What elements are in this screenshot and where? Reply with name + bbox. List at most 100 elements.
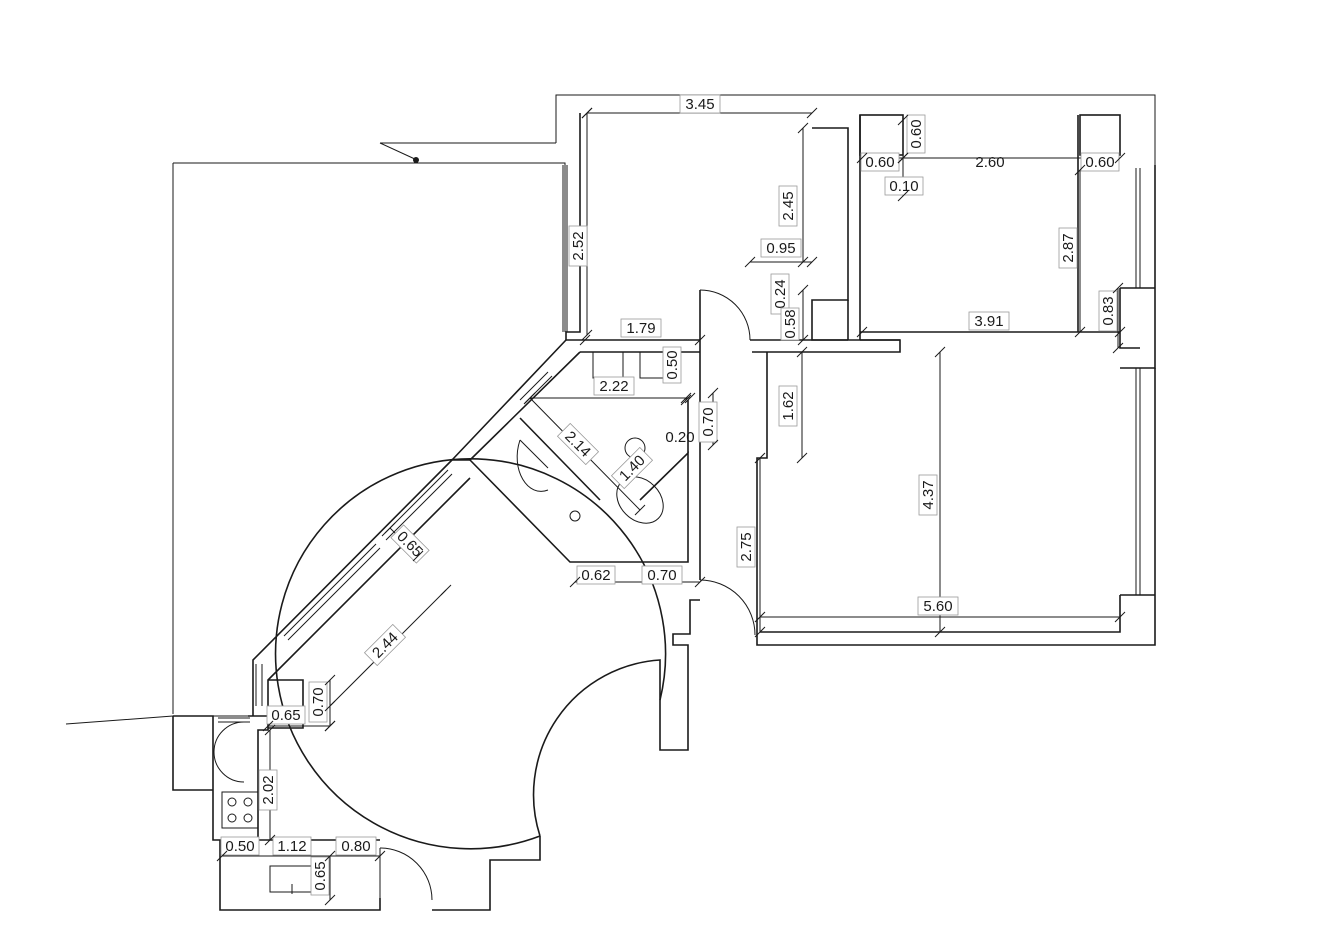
- svg-text:2.87: 2.87: [1060, 233, 1077, 262]
- dimension-tick: [797, 284, 809, 296]
- dim-label-top-room-height: 2.45: [778, 185, 798, 227]
- dimension-tick: [1112, 282, 1124, 294]
- svg-text:0.58: 0.58: [782, 309, 799, 338]
- closet-wall: [811, 127, 849, 341]
- dim-label-bath-width: 2.22: [593, 376, 635, 396]
- drain-icon: [569, 510, 581, 522]
- dimension-tick: [324, 894, 336, 906]
- dimension-tick: [324, 850, 336, 862]
- burner-icon: [243, 797, 253, 807]
- dimension-tick: [694, 576, 706, 588]
- dimension-tick: [412, 550, 424, 562]
- burner-icon: [243, 813, 253, 823]
- dim-label-bedroom-wardrobe-mid: 2.60: [975, 154, 1004, 171]
- walls: [65, 94, 1156, 911]
- dim-label-bath-bottom-left: 0.62: [576, 565, 616, 585]
- dimension-tick: [897, 190, 909, 202]
- dimension-ticks: [216, 107, 1126, 906]
- kitchen-niche: [268, 679, 304, 729]
- dimension-tick: [1114, 611, 1126, 623]
- svg-text:3.45: 3.45: [685, 96, 714, 113]
- dimension-tick: [440, 584, 452, 596]
- dimension-tick: [1112, 342, 1124, 354]
- dimension-tick: [806, 107, 818, 119]
- dimension-tick: [569, 576, 581, 588]
- dim-label-bath-bottom-right: 0.70: [641, 565, 683, 585]
- dimension-tick: [1074, 164, 1086, 176]
- dim-label-bedroom-wardrobe-top: 0.60: [906, 114, 926, 154]
- dim-label-kitchen-niche-width: 0.65: [266, 705, 306, 725]
- dimension-tick: [264, 724, 276, 736]
- bath-wall: [451, 339, 689, 563]
- dimension-tick: [264, 834, 276, 846]
- dimension-tick: [579, 334, 591, 346]
- svg-text:1.12: 1.12: [277, 838, 306, 855]
- window-diag-2: [283, 543, 381, 641]
- dim-label-diag-wall-short: 0.65: [390, 524, 430, 564]
- door-hall-top-arc: [699, 289, 751, 341]
- svg-text:2.75: 2.75: [738, 532, 755, 561]
- bedroom-left-wall: [859, 115, 900, 341]
- dim-label-bedroom-wardrobe-left: 0.60: [860, 152, 900, 172]
- dimension-tick: [262, 720, 274, 732]
- dimension-labels: 3.45 2.52 2.45 0.95 0.24 0.58 1.79 0.50: [220, 94, 1120, 896]
- dimension-tick: [707, 387, 719, 399]
- dim-label-living-height: 4.37: [918, 474, 938, 516]
- dim-label-corridor-height: 2.75: [736, 526, 756, 568]
- terrace-post: [413, 157, 419, 163]
- svg-text:2.22: 2.22: [599, 378, 628, 395]
- svg-text:1.79: 1.79: [626, 320, 655, 337]
- svg-text:0.60: 0.60: [865, 154, 894, 171]
- dim-label-bedroom-height: 2.87: [1058, 227, 1078, 269]
- bathtub-icon: [516, 439, 549, 492]
- svg-text:0.70: 0.70: [700, 407, 717, 436]
- dim-label-kitchen-counter-left: 0.50: [220, 836, 260, 856]
- dimension-tick: [524, 392, 536, 404]
- dimension-tick: [806, 256, 818, 268]
- dimension-tick: [384, 522, 396, 534]
- svg-text:0.95: 0.95: [766, 240, 795, 257]
- burner-icon: [227, 797, 237, 807]
- bedroom-right-wall: [1119, 165, 1156, 369]
- living-inner-wall: [760, 594, 1155, 633]
- dimension-tick: [581, 107, 593, 119]
- dimension-tick: [324, 720, 336, 732]
- dim-label-shower-side: 1.40: [610, 446, 654, 490]
- dim-label-kitchen-counter-mid: 1.12: [272, 836, 312, 856]
- dimension-tick: [324, 674, 336, 686]
- kitchen-wall: [172, 715, 381, 911]
- dimension-tick: [796, 452, 808, 464]
- dimension-tick: [680, 394, 692, 406]
- svg-text:2.52: 2.52: [570, 231, 587, 260]
- dimension-tick: [707, 439, 719, 451]
- dimension-tick: [1074, 326, 1086, 338]
- svg-text:0.65: 0.65: [312, 861, 329, 890]
- terrace-outline: [172, 94, 1156, 714]
- svg-text:0.80: 0.80: [341, 838, 370, 855]
- svg-text:0.20: 0.20: [665, 429, 694, 446]
- hall-top-wall: [750, 300, 901, 353]
- door-kitchen-arc: [379, 847, 433, 910]
- dim-label-kitchen-niche-depth: 0.70: [308, 681, 328, 723]
- terrace-edge: [65, 715, 248, 725]
- svg-text:0.60: 0.60: [908, 119, 925, 148]
- window-top-room: [562, 165, 568, 332]
- dim-label-bedroom-gap: 0.10: [884, 176, 924, 196]
- dimension-tick: [634, 504, 646, 516]
- svg-text:3.91: 3.91: [974, 313, 1003, 330]
- dim-label-sink-depth: 0.65: [310, 856, 330, 896]
- dim-label-bedroom-pier: 0.83: [1098, 290, 1118, 332]
- dimension-tick: [744, 256, 756, 268]
- window-kitchen: [255, 664, 263, 706]
- svg-text:2.60: 2.60: [975, 154, 1004, 171]
- window-bath: [519, 371, 553, 405]
- dim-label-bath-diag: 2.14: [556, 422, 600, 466]
- svg-text:0.24: 0.24: [772, 279, 789, 308]
- dimension-tick: [374, 850, 386, 862]
- window-kitchen-top: [218, 717, 250, 723]
- diagonal-wall: [252, 459, 471, 716]
- dim-label-closet-gap: 0.24: [770, 273, 790, 315]
- dimension-tick: [934, 626, 946, 638]
- dimension-tick: [324, 700, 336, 712]
